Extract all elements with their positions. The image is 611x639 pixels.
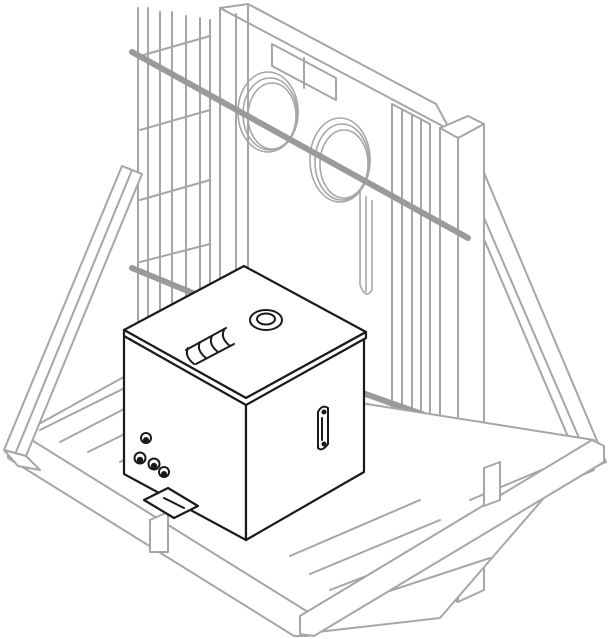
box-lid-edge (122, 328, 368, 407)
wire-coils (237, 71, 373, 295)
left-diagonal-brace (3, 165, 143, 471)
vent-slots-icon (185, 327, 235, 365)
cable-glands-icon (133, 432, 170, 478)
round-port-icon (249, 309, 283, 331)
door-handle-icon (317, 405, 329, 451)
enclosure-box (122, 264, 368, 542)
nameplate-icon (142, 486, 200, 520)
